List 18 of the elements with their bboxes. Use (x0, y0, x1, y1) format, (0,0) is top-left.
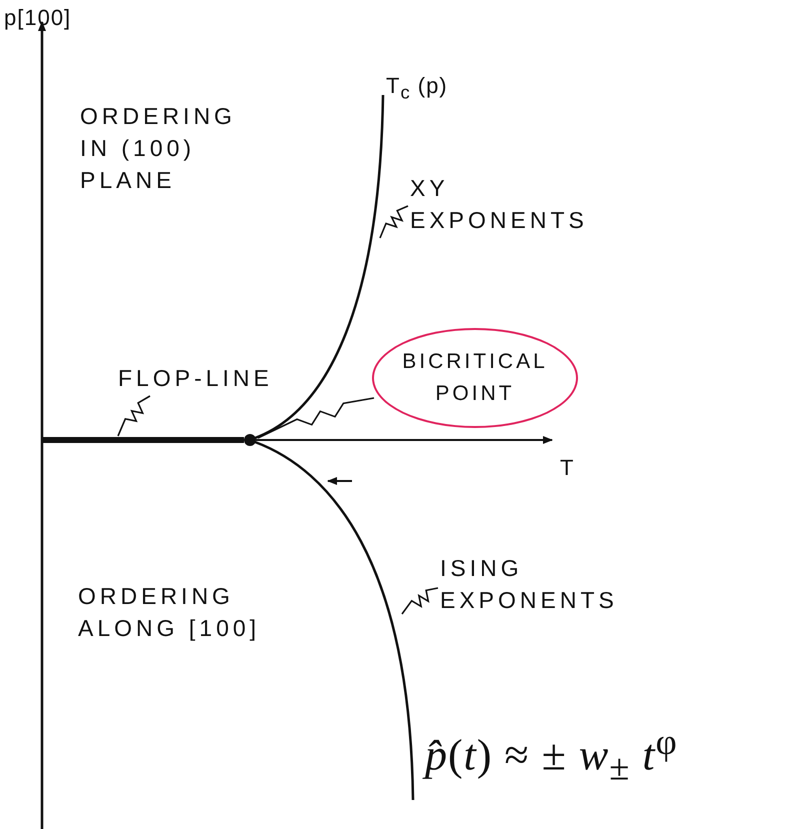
leader-line (379, 205, 408, 238)
region-label: ORDERING ALONG [100] (78, 582, 262, 643)
annotation-label: XY EXPONENTS (410, 172, 610, 236)
axis-label: p[100] (4, 4, 72, 32)
curve-label: T$_{c}$ (p) (386, 72, 448, 104)
leader-line (401, 587, 438, 614)
leader-line (258, 397, 374, 439)
formula: p̂(t) ≈ ± w$_{±}$ t$^{φ}$ (425, 712, 678, 798)
phase-boundary-curve (254, 440, 414, 800)
annotation-label: FLOP-LINE (118, 362, 318, 394)
leader-line (117, 395, 150, 436)
flop-line (43, 437, 244, 443)
annotation-label: BICRITICAL POINT (401, 349, 549, 407)
axis-label: T (560, 454, 578, 482)
annotation-label: ISING EXPONENTS (440, 552, 640, 616)
highlight-ellipse (372, 328, 578, 428)
bicritical-point-dot (244, 434, 256, 446)
region-label: ORDERING IN (100) PLANE (80, 102, 237, 195)
